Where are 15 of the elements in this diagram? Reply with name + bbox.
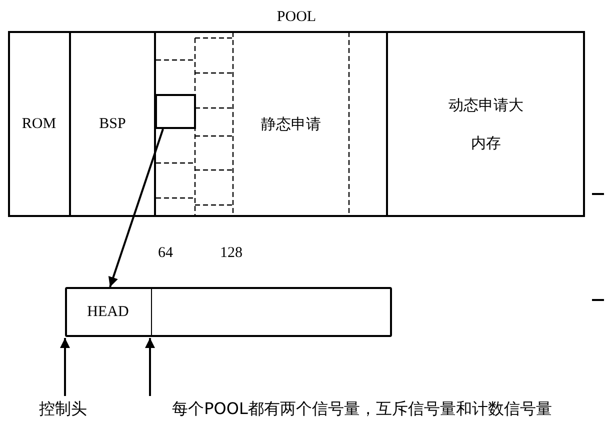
size-label: 128 (220, 245, 242, 262)
region-label: HEAD (87, 304, 129, 320)
caption-text: 每个POOL都有两个信号量，互斥信号量和计数信号量 (172, 398, 552, 420)
block-box (155, 94, 196, 129)
region-label: 静态申请 (261, 114, 321, 134)
size-label: 64 (158, 245, 173, 262)
pool-title: POOL (276, 9, 318, 26)
arrow (108, 128, 164, 288)
arrow (145, 338, 155, 396)
arrow (60, 338, 70, 396)
region-label: ROM (22, 116, 56, 132)
memory-bar (65, 287, 392, 337)
region-label: BSP (99, 116, 126, 132)
caption-text: 控制头 (39, 398, 87, 420)
region-label: 动态申请大内存 (448, 95, 524, 154)
